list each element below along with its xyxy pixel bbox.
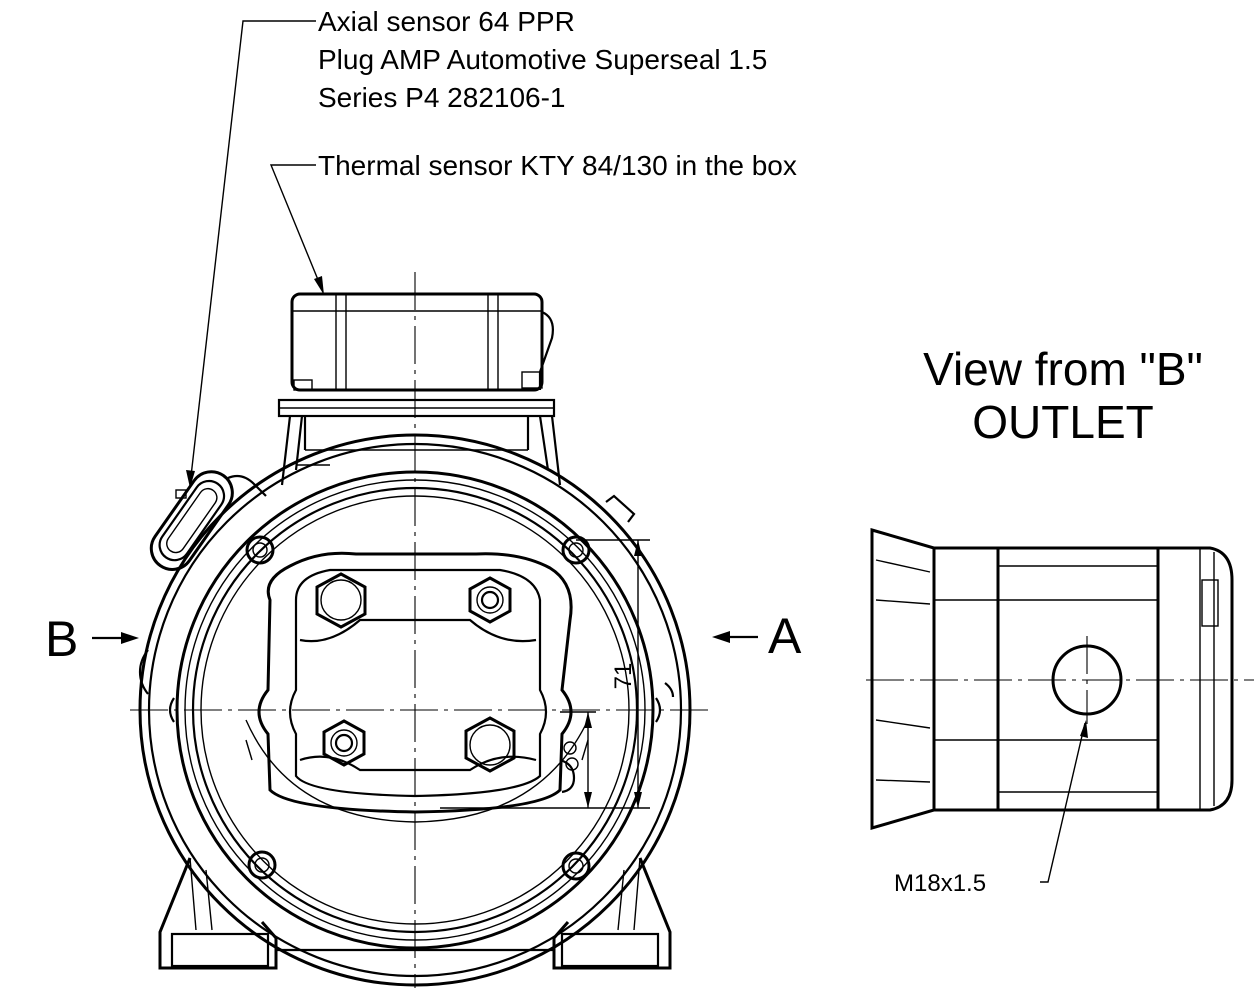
flange-screw-bottom-left bbox=[247, 850, 277, 880]
arrow-b-icon bbox=[92, 632, 139, 644]
pump-bolt-top-right bbox=[468, 576, 512, 624]
flange-screw-bottom-right bbox=[561, 851, 591, 881]
dimension-71 bbox=[440, 539, 650, 809]
axial-sensor-line-3: Series P4 282106-1 bbox=[318, 82, 566, 113]
thermal-sensor-leader bbox=[269, 164, 324, 295]
view-b-letter: B bbox=[45, 611, 78, 667]
pump-bolt-bottom-left bbox=[322, 719, 366, 767]
axial-sensor-leader bbox=[186, 20, 316, 488]
axial-sensor-plug bbox=[149, 470, 267, 571]
thread-leader bbox=[1040, 720, 1088, 883]
dimension-small-vertical bbox=[560, 711, 596, 808]
pump-bolt-top-left bbox=[315, 572, 367, 629]
terminal-box bbox=[277, 292, 562, 486]
thread-label: M18x1.5 bbox=[894, 870, 986, 897]
thermal-sensor-label: Thermal sensor KTY 84/130 in the box bbox=[318, 150, 797, 181]
arrow-a-icon bbox=[712, 631, 758, 643]
pump-bolt-bottom-right bbox=[464, 716, 516, 773]
motor-front-view bbox=[130, 272, 710, 988]
flange-screw-top-right bbox=[561, 535, 591, 565]
motor-foot-right bbox=[552, 857, 672, 970]
axial-sensor-line-2: Plug AMP Automotive Superseal 1.5 bbox=[318, 44, 767, 75]
view-subtitle: OUTLET bbox=[972, 396, 1153, 448]
pump-body bbox=[245, 551, 589, 823]
side-view-outlet bbox=[866, 528, 1254, 830]
view-title: View from "B" bbox=[923, 343, 1203, 395]
view-a-letter: A bbox=[768, 608, 802, 664]
axial-sensor-line-1: Axial sensor 64 PPR bbox=[318, 6, 575, 37]
flange-screw-top-left bbox=[245, 535, 275, 565]
motor-foot-left bbox=[158, 857, 278, 970]
